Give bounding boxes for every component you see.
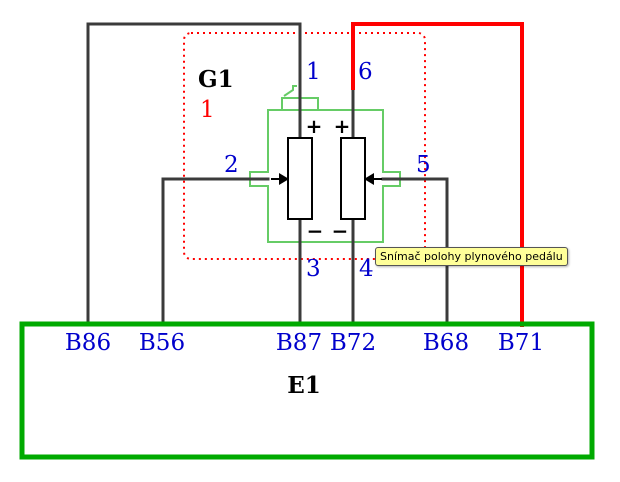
component-boundary	[183, 32, 426, 260]
plus-sign: +	[306, 114, 323, 138]
pin-number-1: 1	[306, 59, 321, 85]
potentiometer-icon	[287, 137, 313, 220]
pin-number-6: 6	[358, 59, 373, 85]
component-name: G1	[198, 66, 234, 93]
pin-number-3: 3	[306, 256, 321, 282]
wire-pin5-b68	[381, 177, 449, 327]
component-index: 1	[200, 97, 215, 123]
ecu-box	[19, 321, 595, 460]
pin-number-2: 2	[224, 152, 239, 178]
sensor-outline	[249, 109, 401, 243]
ecu-pin-b71: B71	[498, 330, 544, 356]
ecu-pin-b56: B56	[139, 330, 185, 356]
component-tooltip: Snímač polohy plynového pedálu	[375, 247, 568, 266]
wire-pin2-b56	[161, 177, 270, 327]
wire-pin1-b86	[86, 22, 302, 327]
ecu-name: E1	[287, 372, 321, 399]
plus-sign: +	[334, 114, 351, 138]
pin-number-4: 4	[359, 256, 374, 282]
minus-sign: −	[307, 219, 324, 243]
ecu-pin-b72: B72	[330, 330, 376, 356]
wiper-arrow-icon	[364, 173, 374, 185]
ecu-pin-b86: B86	[65, 330, 111, 356]
wiper-arrow-icon	[279, 173, 289, 185]
pin-number-5: 5	[416, 152, 431, 178]
ecu-pin-b87: B87	[276, 330, 322, 356]
wire-pin6-b71	[351, 22, 524, 327]
potentiometer-icon	[340, 137, 366, 220]
ecu-pin-b68: B68	[423, 330, 469, 356]
minus-sign: −	[332, 219, 349, 243]
sensor-top-hook-icon	[283, 85, 297, 97]
